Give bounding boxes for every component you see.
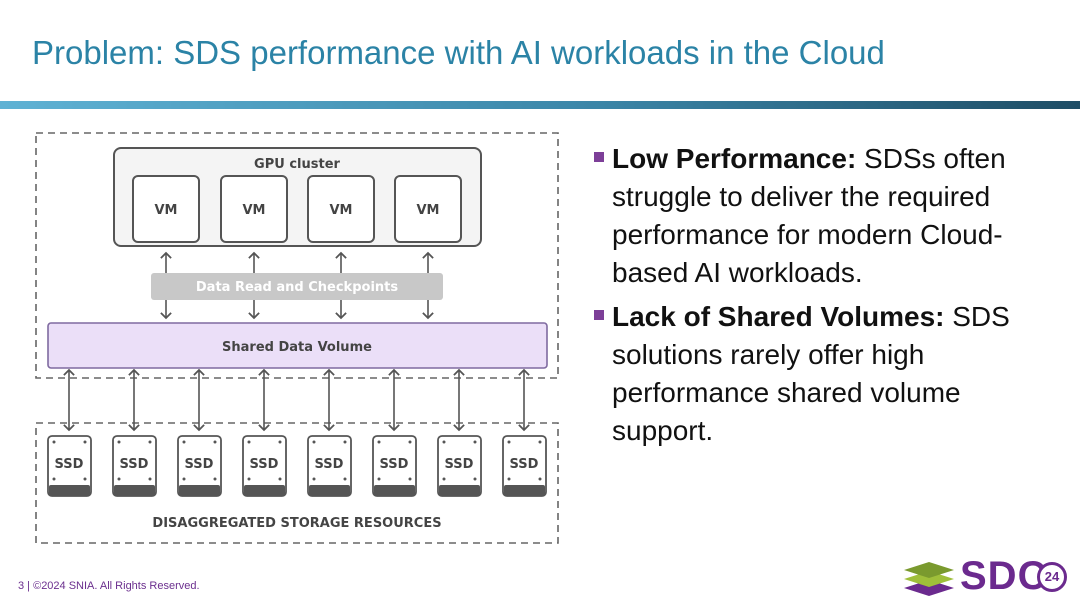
- logo-text: SDC: [960, 554, 1048, 598]
- data-read-label: Data Read and Checkpoints: [196, 280, 398, 295]
- ssd-drive: SSD: [437, 435, 482, 497]
- bullet-text: SDS solutions rarely offer high performa…: [612, 301, 1010, 446]
- bullet-list: Low Performance: SDSs often struggle to …: [594, 140, 1064, 456]
- ssd-drive: SSD: [177, 435, 222, 497]
- data-read-band: [151, 273, 443, 300]
- ssd-label: SSD: [185, 457, 214, 472]
- vm-label: VM: [243, 203, 266, 218]
- ssd-drive: SSD: [372, 435, 417, 497]
- ssd-arrows: [63, 368, 530, 432]
- bullet-marker-icon: [594, 152, 604, 162]
- bullet-lack-of-shared-volumes: Lack of Shared Volumes: SDS solutions ra…: [594, 298, 1064, 450]
- logo-year-badge: 24: [1037, 562, 1067, 592]
- ssd-label: SSD: [380, 457, 409, 472]
- ssd-label: SSD: [250, 457, 279, 472]
- ssd-label: SSD: [445, 457, 474, 472]
- ssd-label: SSD: [120, 457, 149, 472]
- ssd-drive: SSD: [47, 435, 92, 497]
- title-divider-bar: [0, 101, 1080, 109]
- slide-title: Problem: SDS performance with AI workloa…: [32, 34, 885, 71]
- vm-label: VM: [155, 203, 178, 218]
- bullet-low-performance: Low Performance: SDSs often struggle to …: [594, 140, 1064, 292]
- storage-resources-label: DISAGGREGATED STORAGE RESOURCES: [152, 516, 441, 531]
- bullet-marker-icon: [594, 310, 604, 320]
- bullet-heading: Lack of Shared Volumes:: [612, 301, 945, 332]
- ssd-drive: SSD: [112, 435, 157, 497]
- bullet-text: SDSs often struggle to deliver the requi…: [612, 143, 1006, 288]
- vm-box: VM: [394, 175, 462, 243]
- vm-box: VM: [132, 175, 200, 243]
- layers-icon: [904, 562, 954, 596]
- ssd-drive: SSD: [307, 435, 352, 497]
- ssd-drive: SSD: [242, 435, 287, 497]
- gpu-cluster-label: GPU cluster: [254, 157, 340, 172]
- shared-data-volume-label: Shared Data Volume: [222, 340, 372, 355]
- vm-label: VM: [417, 203, 440, 218]
- sdc-logo: SDC 24: [902, 554, 1070, 600]
- footer-copyright: 3 | ©2024 SNIA. All Rights Reserved.: [18, 580, 200, 592]
- bullet-heading: Low Performance:: [612, 143, 857, 174]
- vm-box: VM: [220, 175, 288, 243]
- ssd-label: SSD: [510, 457, 539, 472]
- storage-region-border: [35, 422, 559, 544]
- vm-box: VM: [307, 175, 375, 243]
- ssd-drive: SSD: [502, 435, 547, 497]
- ssd-label: SSD: [315, 457, 344, 472]
- ssd-label: SSD: [55, 457, 84, 472]
- shared-data-volume-box: [47, 322, 548, 369]
- vm-label: VM: [330, 203, 353, 218]
- gpu-cluster-box: [113, 147, 482, 247]
